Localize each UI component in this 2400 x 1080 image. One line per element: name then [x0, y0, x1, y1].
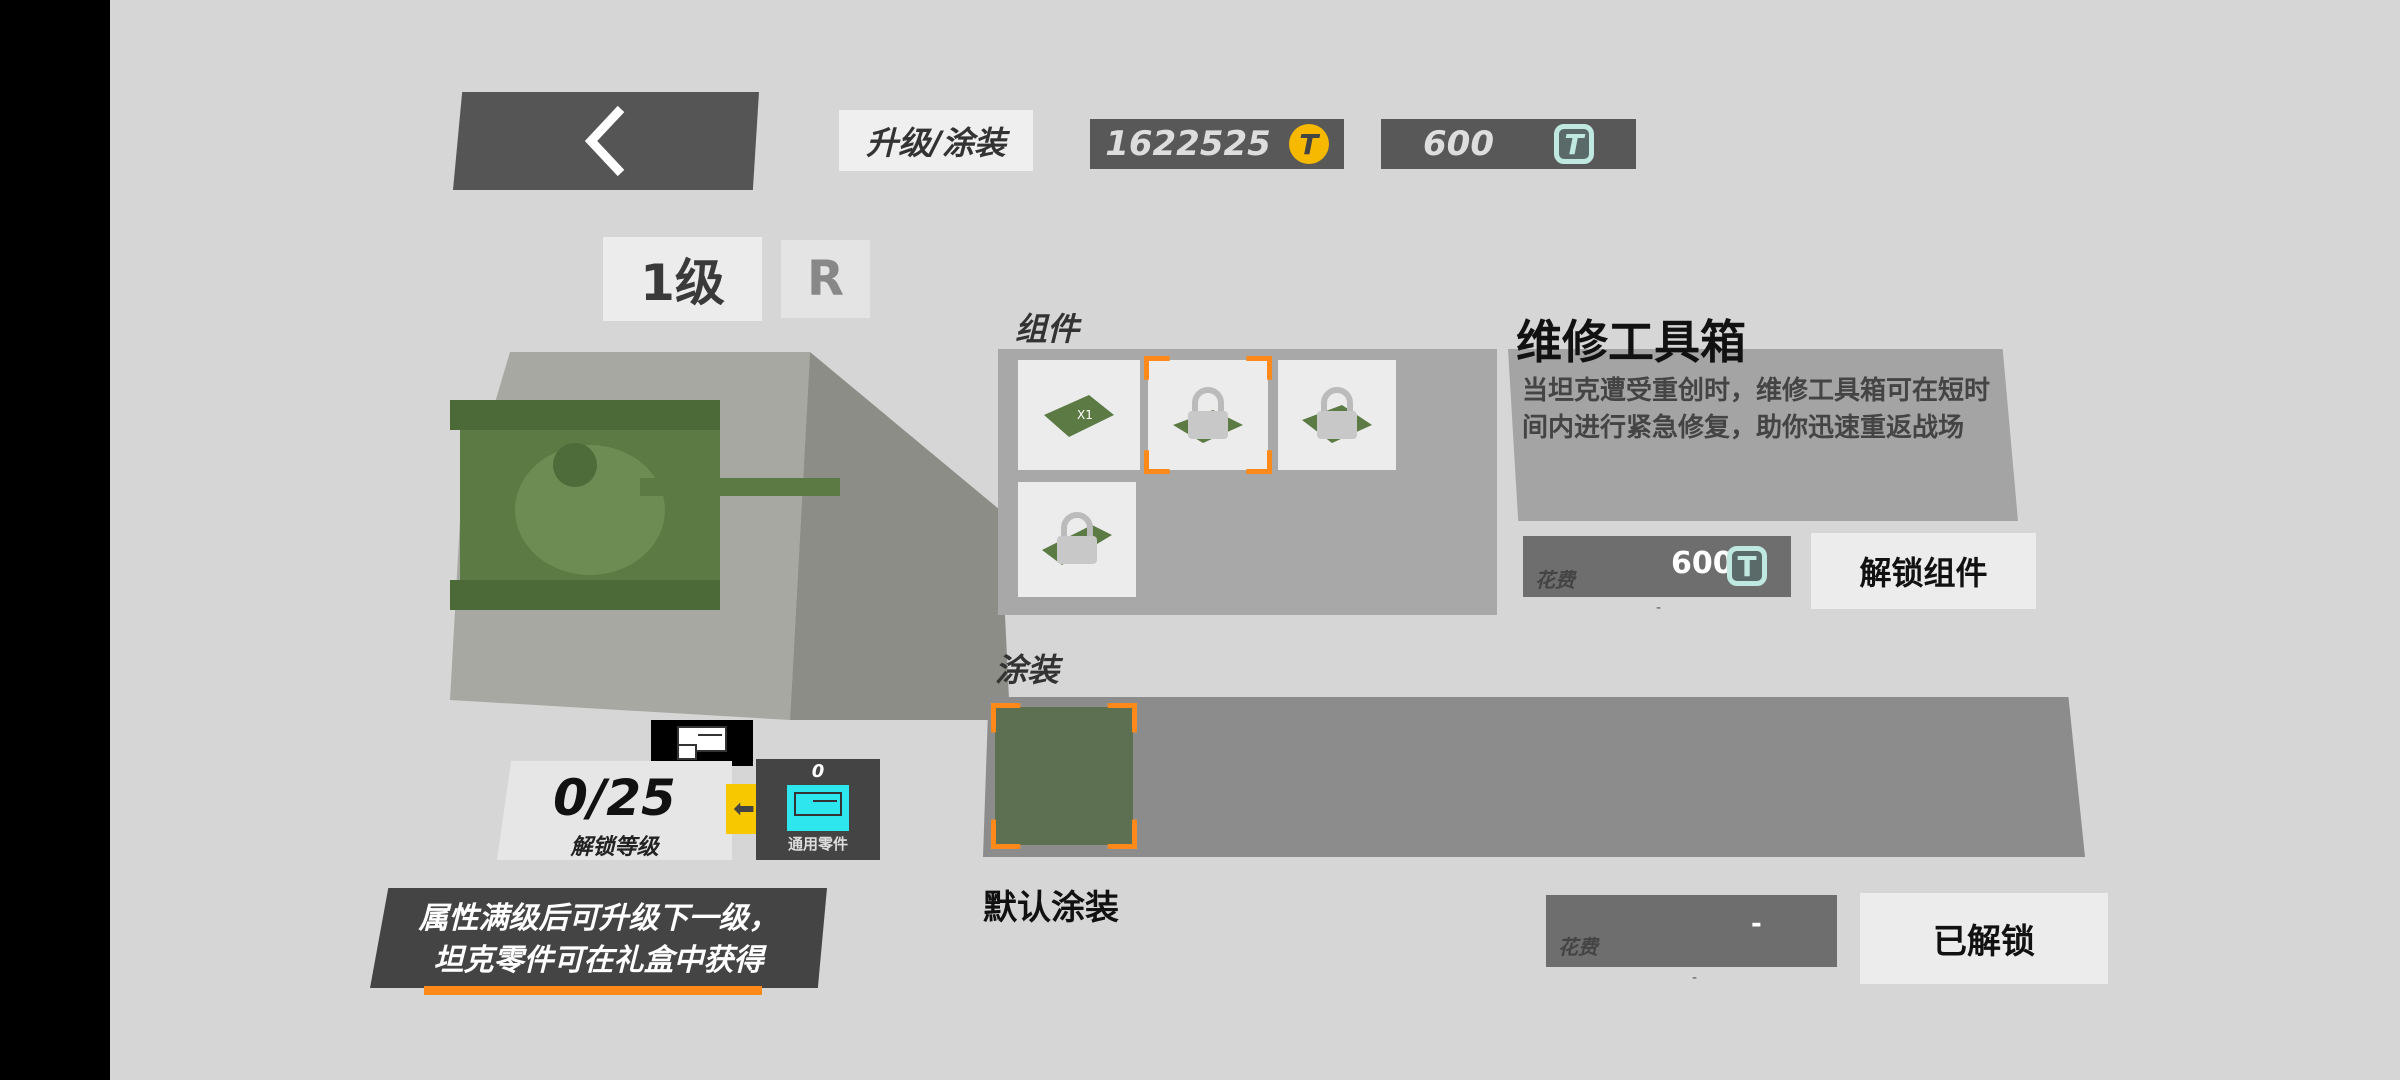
- unlock-level-label: 解锁等级: [570, 835, 659, 860]
- skin-cost-label: 花费: [1558, 935, 1598, 959]
- tip-banner: 属性满级后可升级下一级， 坦克零件可在礼盒中获得: [370, 888, 827, 988]
- tank-level: 1级: [603, 237, 762, 321]
- coin-amount: 1622525: [1105, 124, 1271, 164]
- component-title: 维修工具箱: [1516, 315, 1746, 369]
- ticket-icon: T: [1553, 124, 1594, 164]
- lock-icon: [1302, 387, 1372, 443]
- skin-cost: -: [1751, 909, 1762, 939]
- gem-amount: 600: [1423, 124, 1494, 164]
- component-slot-2[interactable]: [1148, 360, 1268, 470]
- tip-line-2: 坦克零件可在礼盒中获得: [433, 943, 764, 978]
- parts-card-icon: [787, 785, 849, 831]
- left-black-bar: [0, 0, 110, 1080]
- components-label: 组件: [1015, 310, 1080, 348]
- back-button[interactable]: [453, 92, 759, 190]
- chevron-left-icon: [584, 105, 625, 177]
- pedestal-side: [790, 352, 1010, 720]
- component-cost-box: 花费 600 T: [1523, 536, 1791, 597]
- tank-turret: [515, 445, 665, 575]
- page-title: 升级/涂装: [839, 110, 1033, 171]
- svg-text:X1: X1: [1077, 408, 1093, 422]
- parts-count: 0: [811, 760, 825, 782]
- parts-label: 通用零件: [787, 835, 848, 853]
- coin-icon: T: [1288, 124, 1329, 164]
- component-slot-repair-kit[interactable]: X1: [1018, 360, 1140, 470]
- cost-dash: -: [1656, 600, 1662, 616]
- tank-model: [450, 352, 1010, 720]
- parts-card-icon: [677, 726, 727, 760]
- skin-cost-dash: -: [1692, 970, 1698, 986]
- lock-icon: [1042, 511, 1112, 565]
- skins-panel: [983, 697, 2085, 857]
- unlock-level-box: 0/25 解锁等级: [497, 761, 732, 860]
- skins-label: 涂装: [995, 651, 1060, 689]
- common-parts-box[interactable]: 0 通用零件: [756, 759, 880, 860]
- tank-gun: [640, 478, 840, 496]
- unlock-progress: 0/25: [553, 769, 676, 827]
- unlocked-button[interactable]: 已解锁: [1860, 893, 2108, 984]
- skin-slot-default[interactable]: [995, 707, 1133, 845]
- tip-line-1: 属性满级后可升级下一级，: [418, 901, 779, 936]
- unlock-component-button[interactable]: 解锁组件: [1811, 533, 2036, 609]
- gem-balance: 600 T: [1381, 119, 1636, 169]
- coin-balance: 1622525 T: [1090, 119, 1344, 169]
- skin-cost-box: 花费 -: [1546, 895, 1837, 967]
- component-description: 当坦克遭受重创时，维修工具箱可在短时间内进行紧急修复，助你迅速重返战场: [1508, 349, 2018, 521]
- cost-amount: 600: [1671, 546, 1734, 581]
- component-slot-3[interactable]: [1278, 360, 1396, 470]
- tip-underline: [424, 986, 762, 995]
- component-slot-4[interactable]: [1018, 482, 1136, 597]
- tank-rarity: R: [781, 240, 870, 318]
- skin-name: 默认涂装: [983, 888, 1119, 928]
- lock-icon: [1173, 387, 1243, 443]
- ticket-icon: T: [1727, 546, 1767, 586]
- toolbox-icon: X1: [1044, 395, 1114, 437]
- cost-label: 花费: [1535, 568, 1575, 592]
- parts-card-icon-box: [651, 720, 753, 766]
